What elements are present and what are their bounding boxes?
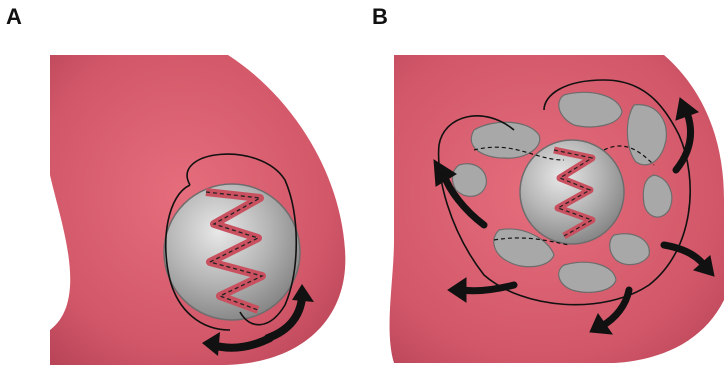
panel-b-diagram xyxy=(364,0,728,365)
panel-a-diagram xyxy=(0,0,364,365)
